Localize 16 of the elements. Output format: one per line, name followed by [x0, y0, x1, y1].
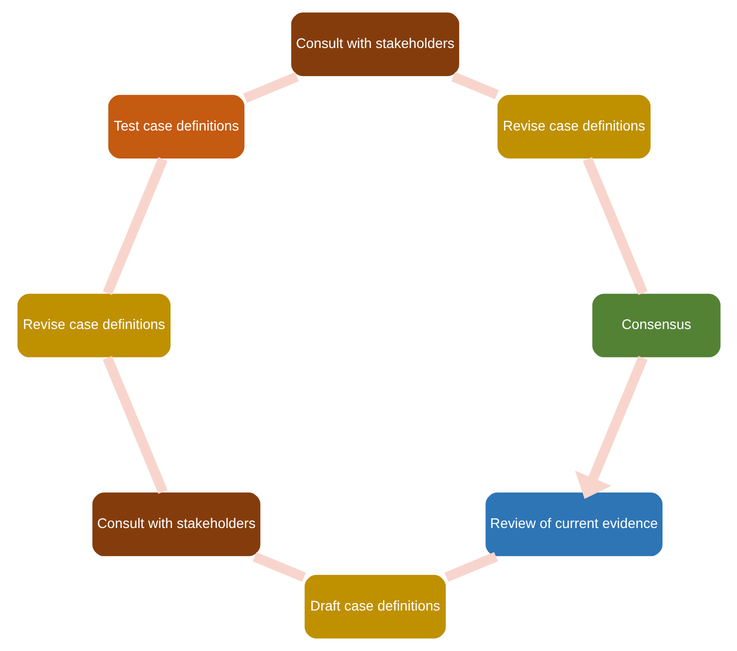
node-box: Review of current evidence	[484, 492, 663, 558]
connector	[582, 157, 648, 296]
node-box: Revise case definitions	[496, 94, 652, 160]
node-box: Draft case definitions	[303, 574, 446, 640]
connector	[444, 552, 498, 582]
connector	[102, 157, 168, 296]
node-box: Test case definitions	[106, 94, 245, 160]
connector	[102, 356, 168, 494]
node-box: Revise case definitions	[16, 292, 172, 358]
arrow	[574, 356, 648, 499]
node-box: Consult with stakeholders	[290, 12, 460, 78]
connector	[252, 552, 306, 582]
node-box: Consult with stakeholders	[90, 492, 261, 558]
connector	[450, 72, 498, 100]
node-box: Consensus	[590, 292, 722, 358]
connector	[242, 72, 298, 103]
